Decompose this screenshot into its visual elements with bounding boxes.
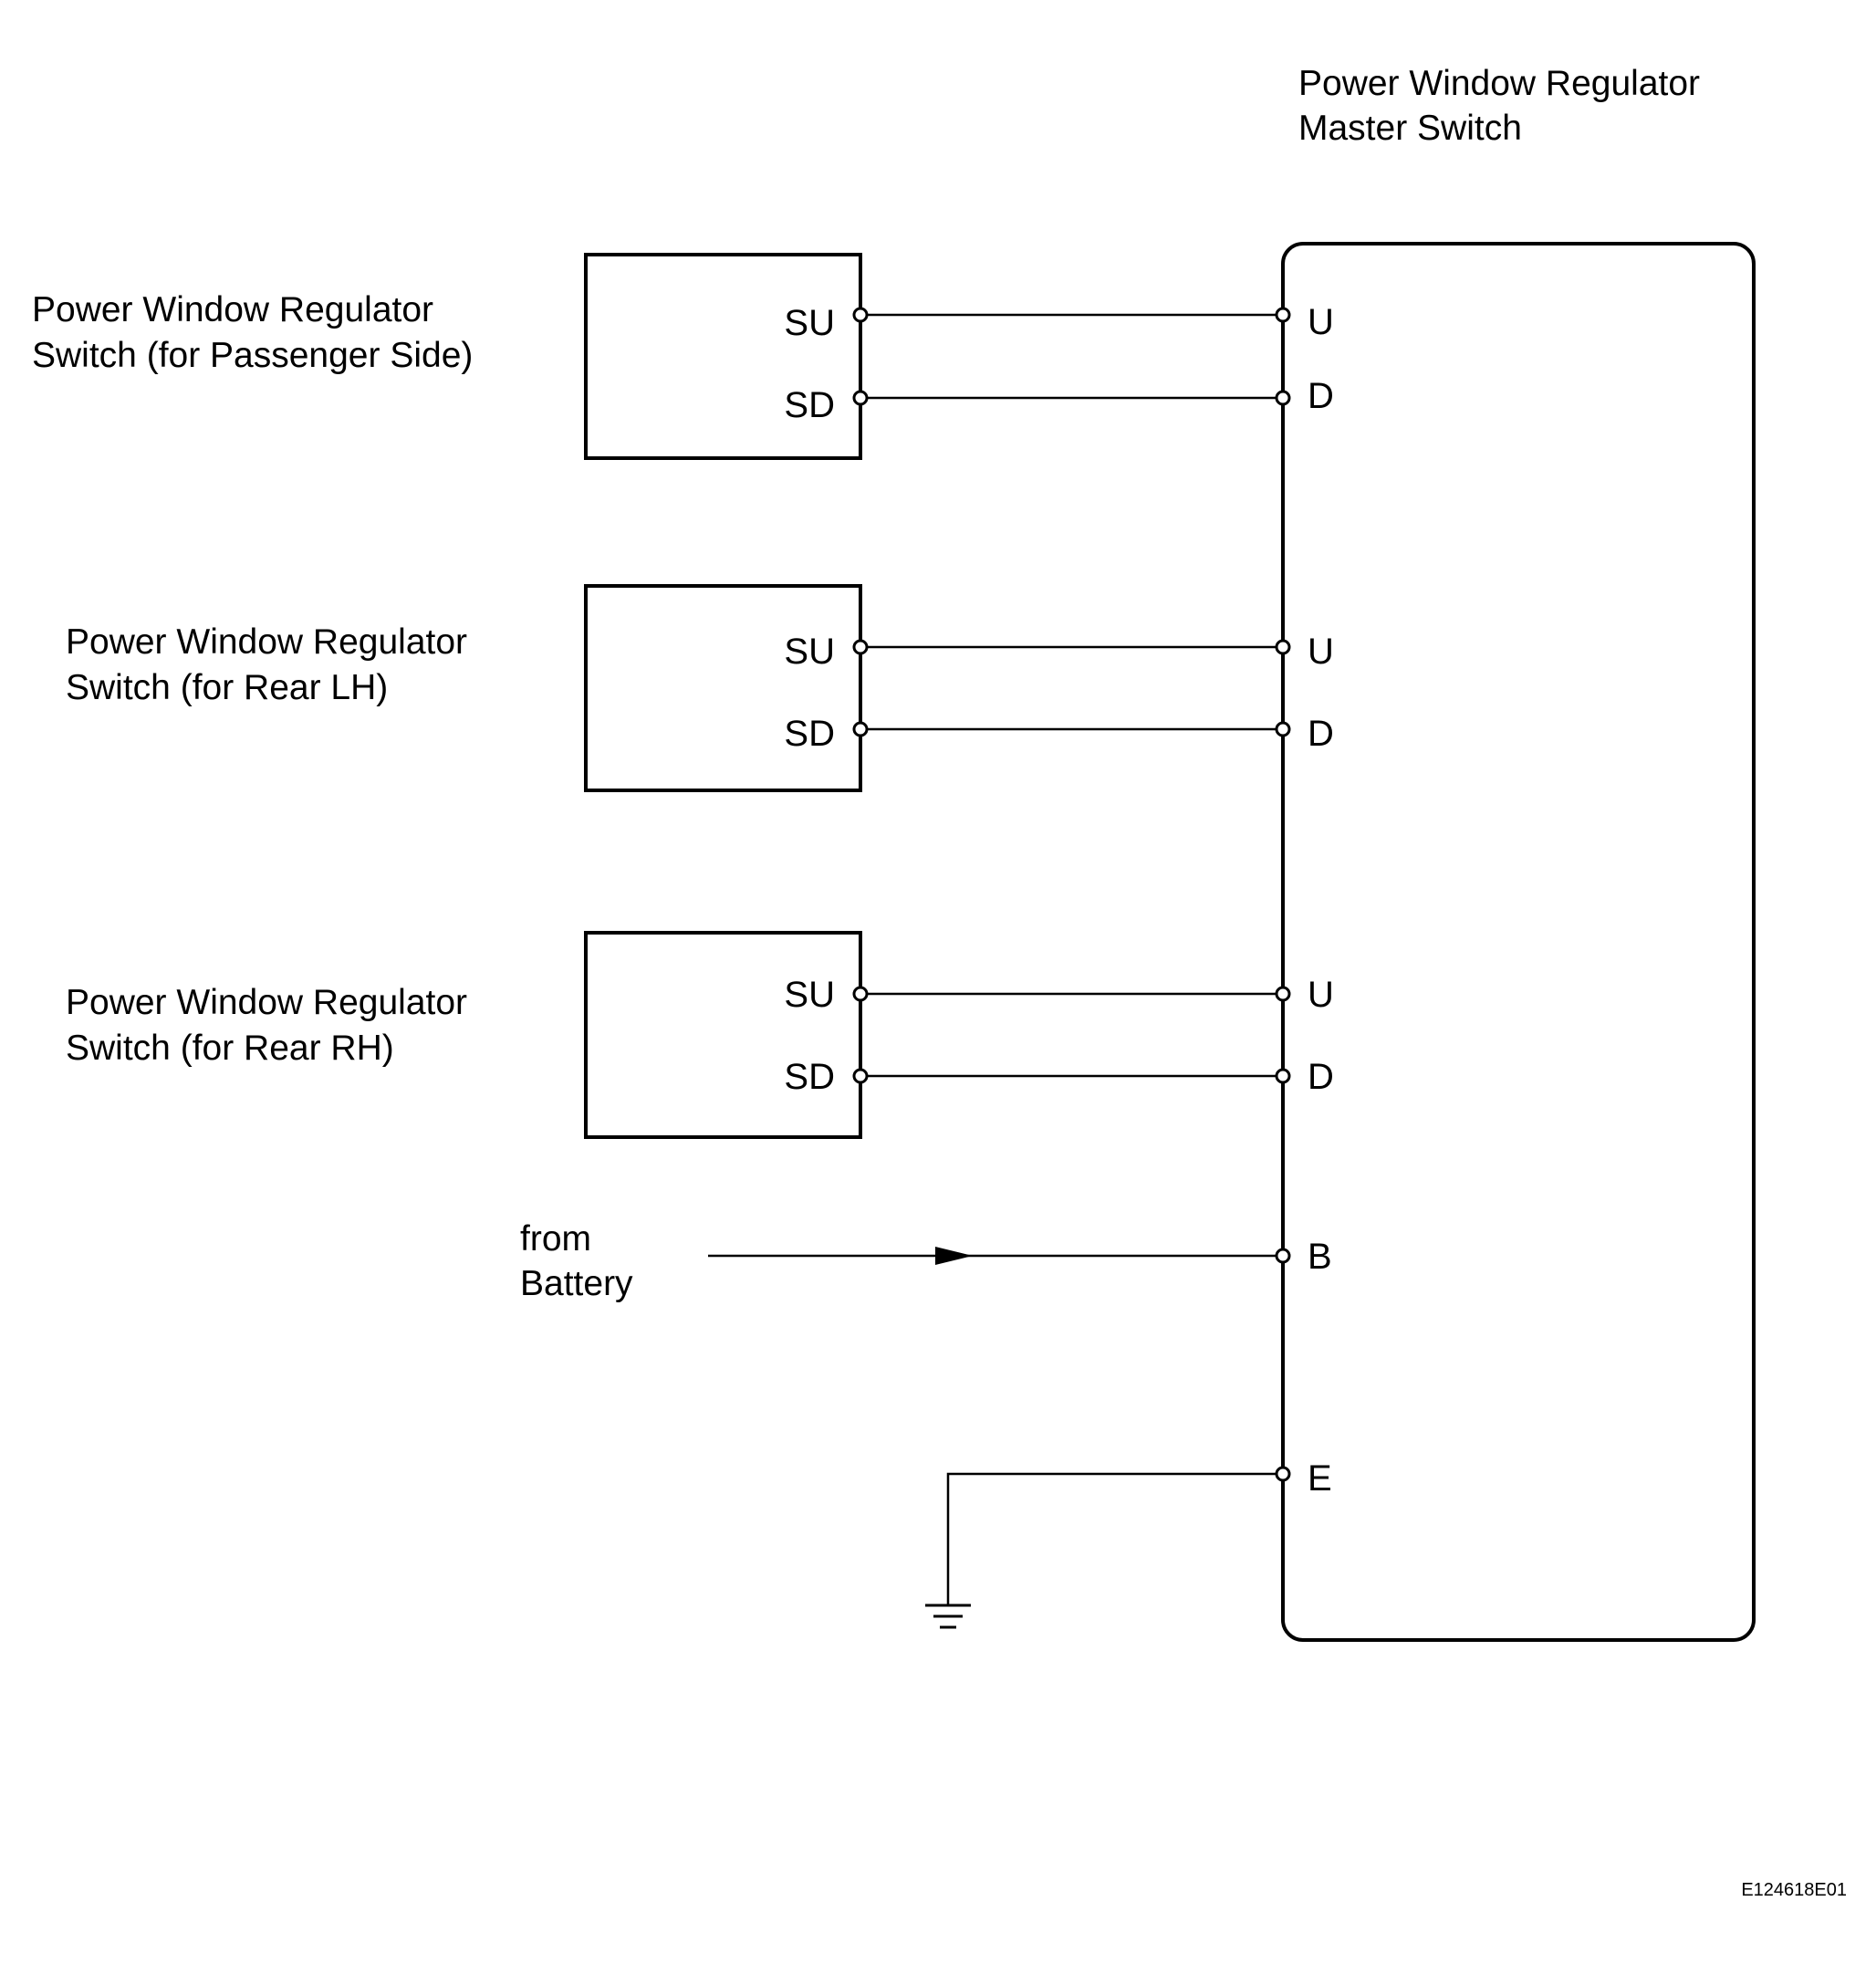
switch-passenger-title-line2: Switch (for Passenger Side) — [32, 336, 473, 375]
master-pin-d-1: D — [1308, 376, 1334, 416]
master-switch-box — [1281, 242, 1756, 1642]
master-pin-u-1: U — [1308, 302, 1334, 342]
terminal-rear-lh-su — [852, 639, 869, 655]
terminal-master-u-2 — [1275, 639, 1291, 655]
switch-rear-rh-title-line1: Power Window Regulator — [66, 983, 467, 1022]
terminal-master-d-2 — [1275, 721, 1291, 737]
master-title-line1: Power Window Regulator — [1298, 64, 1700, 103]
battery-label-line1: from — [520, 1219, 591, 1259]
master-pin-u-2: U — [1308, 632, 1334, 672]
battery-arrow-icon — [935, 1247, 973, 1265]
master-pin-u-3: U — [1308, 975, 1334, 1015]
ground-icon — [925, 1604, 971, 1629]
switch-rear-lh-pin-su: SU — [784, 632, 835, 672]
terminal-master-e — [1275, 1466, 1291, 1482]
switch-passenger-pin-sd: SD — [784, 385, 835, 425]
figure-code: E124618E01 — [1741, 1880, 1847, 1900]
switch-rear-rh box — [584, 931, 862, 1139]
wire-ground — [946, 1472, 1283, 1604]
switch-rear-lh-pin-sd: SD — [784, 714, 835, 754]
terminal-master-d-3 — [1275, 1068, 1291, 1084]
terminal-passenger-sd — [852, 390, 869, 406]
terminal-master-u-1 — [1275, 307, 1291, 323]
terminal-passenger-su — [852, 307, 869, 323]
switch-rear-rh-title-line2: Switch (for Rear RH) — [66, 1029, 394, 1068]
switch-rear-lh-box — [584, 584, 862, 792]
terminal-rear-rh-sd — [852, 1068, 869, 1084]
terminal-rear-lh-sd — [852, 721, 869, 737]
switch-rear-rh-pin-su: SU — [784, 975, 835, 1015]
terminal-master-b — [1275, 1248, 1291, 1264]
master-pin-b: B — [1308, 1237, 1332, 1277]
switch-passenger-title-line1: Power Window Regulator — [32, 290, 433, 329]
terminal-rear-rh-su — [852, 986, 869, 1002]
master-title-line2: Master Switch — [1298, 109, 1522, 148]
switch-passenger-pin-su: SU — [784, 303, 835, 343]
switch-passenger-box — [584, 253, 862, 460]
master-pin-d-2: D — [1308, 714, 1334, 754]
master-pin-e: E — [1308, 1458, 1332, 1499]
switch-rear-rh-pin-sd: SD — [784, 1057, 835, 1097]
switch-rear-lh-title-line1: Power Window Regulator — [66, 622, 467, 662]
battery-label-line2: Battery — [520, 1264, 633, 1303]
master-pin-d-3: D — [1308, 1057, 1334, 1097]
terminal-master-d-1 — [1275, 390, 1291, 406]
terminal-master-u-3 — [1275, 986, 1291, 1002]
switch-rear-lh-title-line2: Switch (for Rear LH) — [66, 668, 388, 707]
